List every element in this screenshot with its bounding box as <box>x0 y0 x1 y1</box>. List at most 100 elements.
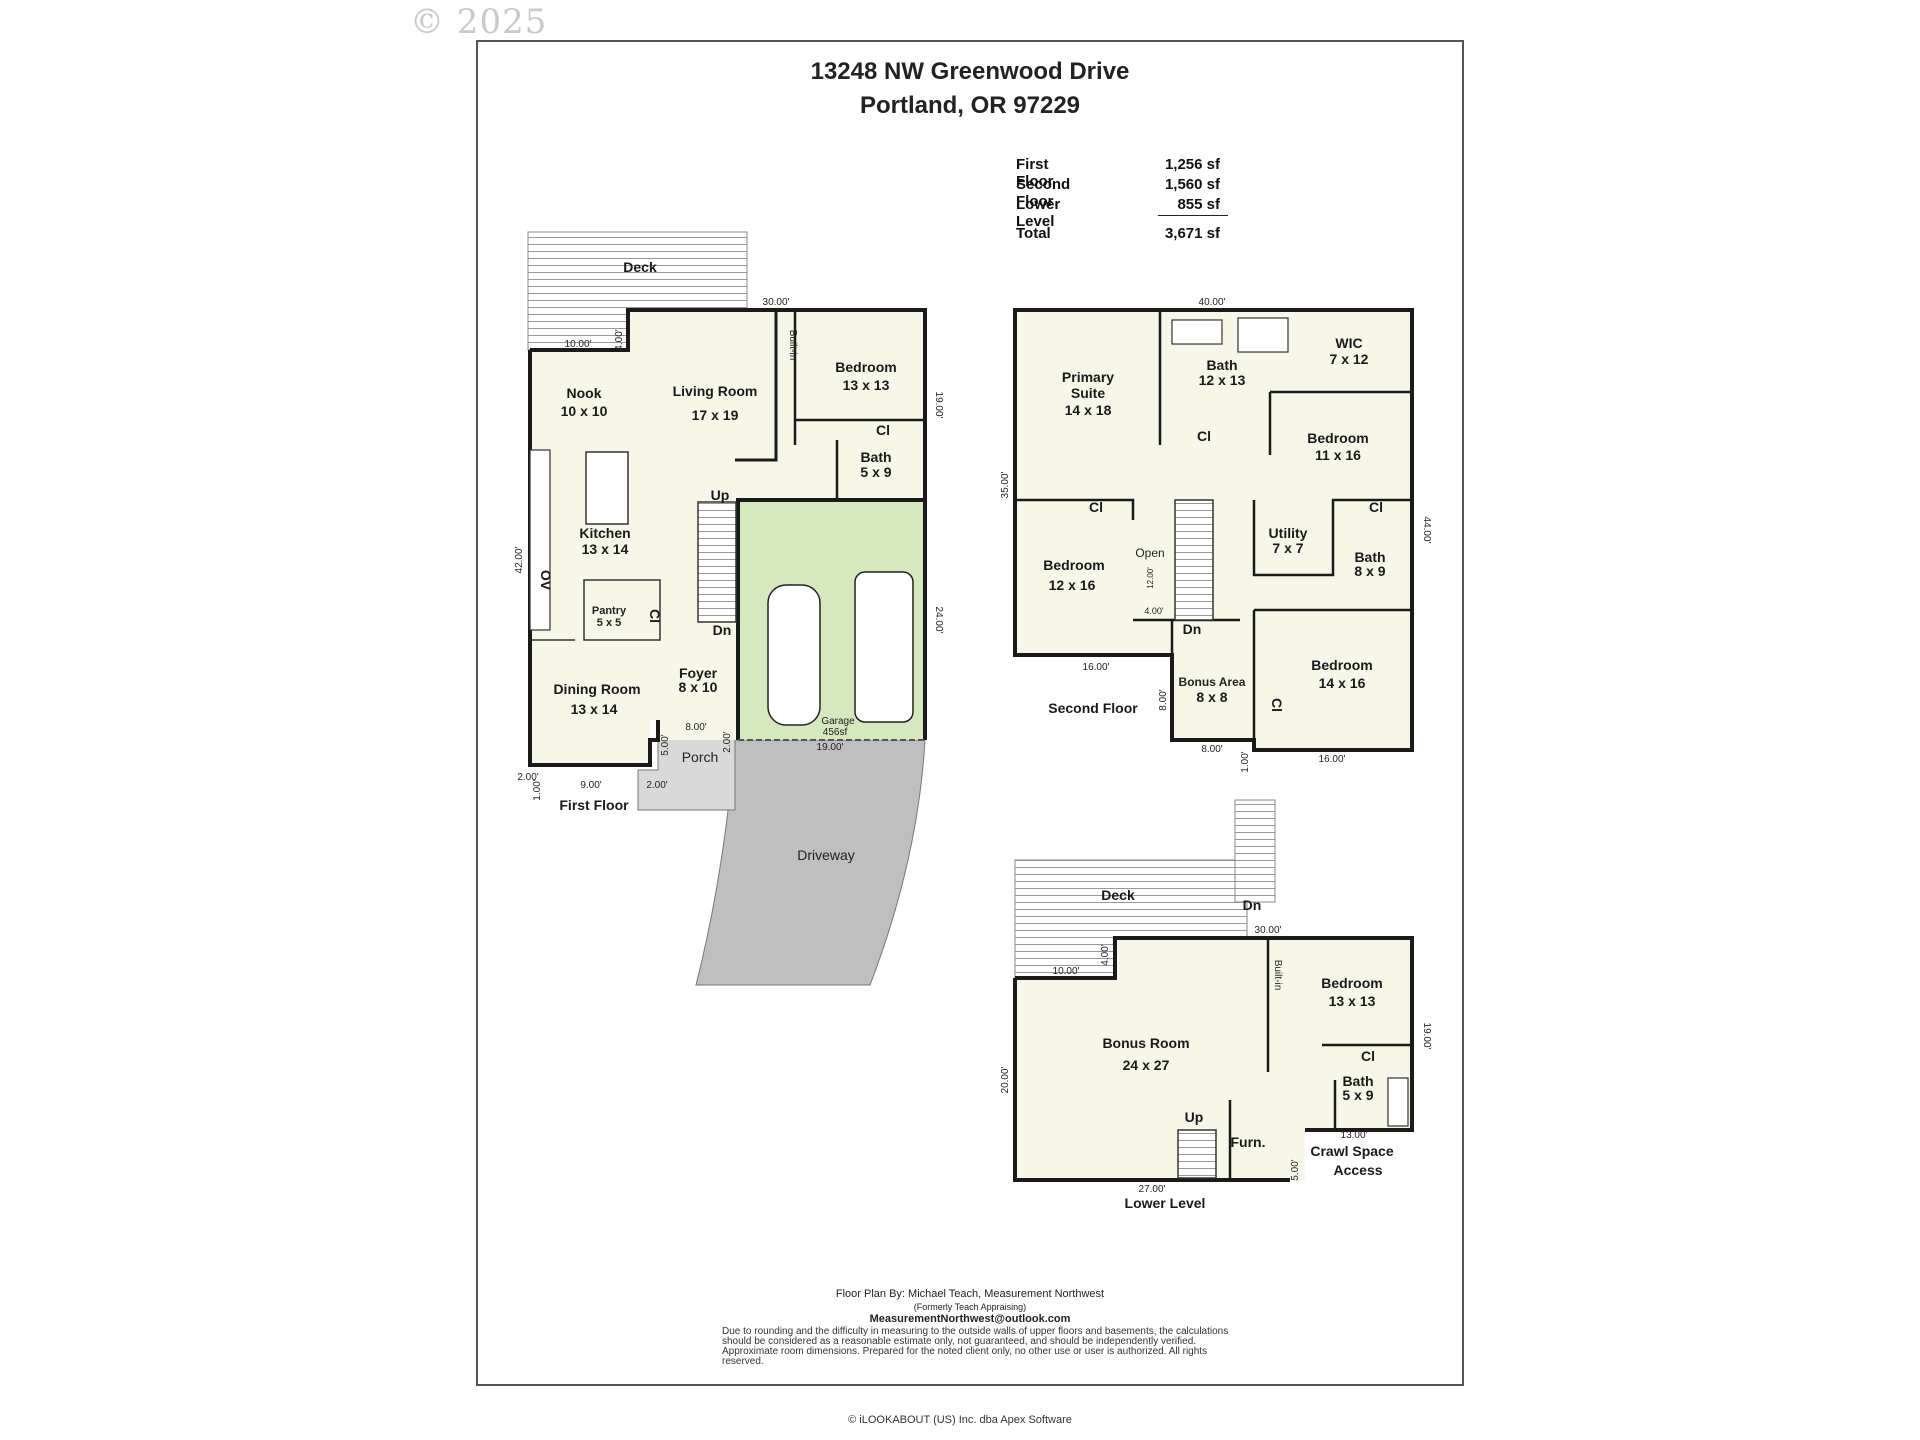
room-label: WIC <box>1335 335 1362 351</box>
room-size: 456sf <box>823 727 848 738</box>
kitchen-island <box>585 451 629 525</box>
dimension: 42.00' <box>514 546 525 573</box>
room-size: 17 x 19 <box>692 407 739 423</box>
room-label: Living Room <box>673 383 758 399</box>
room-size: 5 x 9 <box>860 464 891 480</box>
dimension: 2.00' <box>722 731 733 752</box>
room-label: Bedroom <box>1307 430 1368 446</box>
room-label: Bonus Room <box>1102 1035 1189 1051</box>
dimension: 4.00' <box>614 329 625 350</box>
dimension: 5.00' <box>1290 1159 1301 1180</box>
closet-label: Cl <box>1197 428 1211 444</box>
lower-level-plan: Deck Dn Built-in Bonus Room 24 x 27 Bedr… <box>1000 799 1432 1211</box>
disclaimer: Due to rounding and the difficulty in me… <box>722 1326 1229 1367</box>
room-size: 13 x 14 <box>571 701 618 717</box>
closet-label: Cl <box>876 422 890 438</box>
dimension: 10.00' <box>1053 966 1080 977</box>
area-label: Total <box>1016 225 1051 242</box>
second-floor-plan: Primary Suite 14 x 18 Bath 12 x 13 WIC 7… <box>1000 297 1432 773</box>
room-size: 12 x 16 <box>1049 577 1096 593</box>
room-label: Garage <box>821 716 855 727</box>
oven-label: OV <box>538 570 554 591</box>
dimension: 13.00' <box>1341 1130 1368 1141</box>
room-label: Foyer <box>679 665 718 681</box>
dimension: 19.00' <box>933 392 944 419</box>
room-size: 10 x 10 <box>561 403 608 419</box>
room-label: Crawl Space <box>1310 1143 1393 1159</box>
bathtub <box>1387 1077 1409 1127</box>
dimension: 19.00' <box>1421 1023 1432 1050</box>
dimension: 40.00' <box>1199 297 1226 308</box>
dimension: 1.00' <box>1240 751 1251 772</box>
dimension: 9.00' <box>580 780 601 791</box>
dimension: 4.00' <box>1100 944 1111 965</box>
credit-author: Floor Plan By: Michael Teach, Measuremen… <box>835 1288 1105 1300</box>
dimension: 20.00' <box>1000 1066 1011 1093</box>
room-label: Built-in <box>1272 960 1283 991</box>
dimension: 2.00' <box>646 780 667 791</box>
dimension: 24.00' <box>933 607 944 634</box>
room-size: 5 x 9 <box>1342 1087 1373 1103</box>
area-value: 1,560 sf <box>1164 176 1220 193</box>
kitchen-counter <box>529 449 551 631</box>
dimension: 1.00' <box>532 779 543 800</box>
room-size: 8 x 8 <box>1196 689 1227 705</box>
dimension: 27.00' <box>1139 1184 1166 1195</box>
dimension: 8.00' <box>1201 744 1222 755</box>
room-size: 7 x 7 <box>1272 540 1303 556</box>
room-label: Bath <box>1342 1073 1373 1089</box>
software-credit: © iLOOKABOUT (US) Inc. dba Apex Software <box>848 1414 1072 1426</box>
closet-label: Cl <box>1361 1048 1375 1064</box>
bathtub <box>1171 319 1223 345</box>
address-line-1: 13248 NW Greenwood Drive <box>810 58 1130 85</box>
room-label: Primary <box>1062 369 1114 385</box>
closet-label: Cl <box>647 609 663 623</box>
room-size: 24 x 27 <box>1123 1057 1170 1073</box>
room-size: 12 x 13 <box>1199 372 1246 388</box>
room-label: Dining Room <box>553 681 640 697</box>
sum-divider <box>1158 215 1228 216</box>
area-value: 855 sf <box>1177 196 1220 213</box>
closet-label: Cl <box>1089 499 1103 515</box>
room-label: Deck <box>623 259 657 275</box>
deck-stairs <box>1234 799 1276 903</box>
closet-label: Cl <box>1269 698 1285 712</box>
room-label: Bedroom <box>1311 657 1372 673</box>
stairs-label: Dn <box>713 622 732 638</box>
area-value: 1,256 sf <box>1164 156 1220 173</box>
copyright-watermark: © 2025 <box>410 2 548 42</box>
room-size: 5 x 5 <box>597 617 621 629</box>
truck-icon <box>854 571 914 723</box>
floor-title: First Floor <box>559 797 629 813</box>
room-label: Deck <box>1101 887 1135 903</box>
room-label: Built-in <box>787 330 798 361</box>
dimension: 16.00' <box>1319 754 1346 765</box>
room-size: 13 x 13 <box>843 377 890 393</box>
stairs <box>1177 1129 1217 1179</box>
shower <box>1237 317 1289 353</box>
dimension: 5.00' <box>660 734 671 755</box>
room-label: Driveway <box>797 847 855 863</box>
first-floor-walls <box>528 308 927 767</box>
room-size: 7 x 12 <box>1330 351 1369 367</box>
credit-formerly: (Formerly Teach Appraising) <box>913 1302 1027 1312</box>
area-value: 3,671 sf <box>1164 225 1220 242</box>
car-icon <box>767 584 821 726</box>
room-label: Nook <box>567 385 602 401</box>
dimension: 2.00' <box>517 772 538 783</box>
room-size: 8 x 10 <box>679 679 718 695</box>
room-label: Pantry <box>592 605 627 617</box>
lower-level-walls <box>1013 936 1414 1182</box>
room-label: Open <box>1135 546 1164 560</box>
room-label: Bath <box>860 449 891 465</box>
stairs <box>697 501 737 623</box>
room-label: Bedroom <box>1043 557 1104 573</box>
area-label: First Floor <box>1016 156 1054 190</box>
dimension: 35.00' <box>1000 471 1011 498</box>
floor-title: Lower Level <box>1125 1195 1206 1211</box>
dimension: 30.00' <box>763 297 790 308</box>
room-label: Utility <box>1269 525 1308 541</box>
dimension: 30.00' <box>1255 925 1282 936</box>
room-size: 13 x 14 <box>582 541 629 557</box>
dimension: 8.00' <box>685 722 706 733</box>
